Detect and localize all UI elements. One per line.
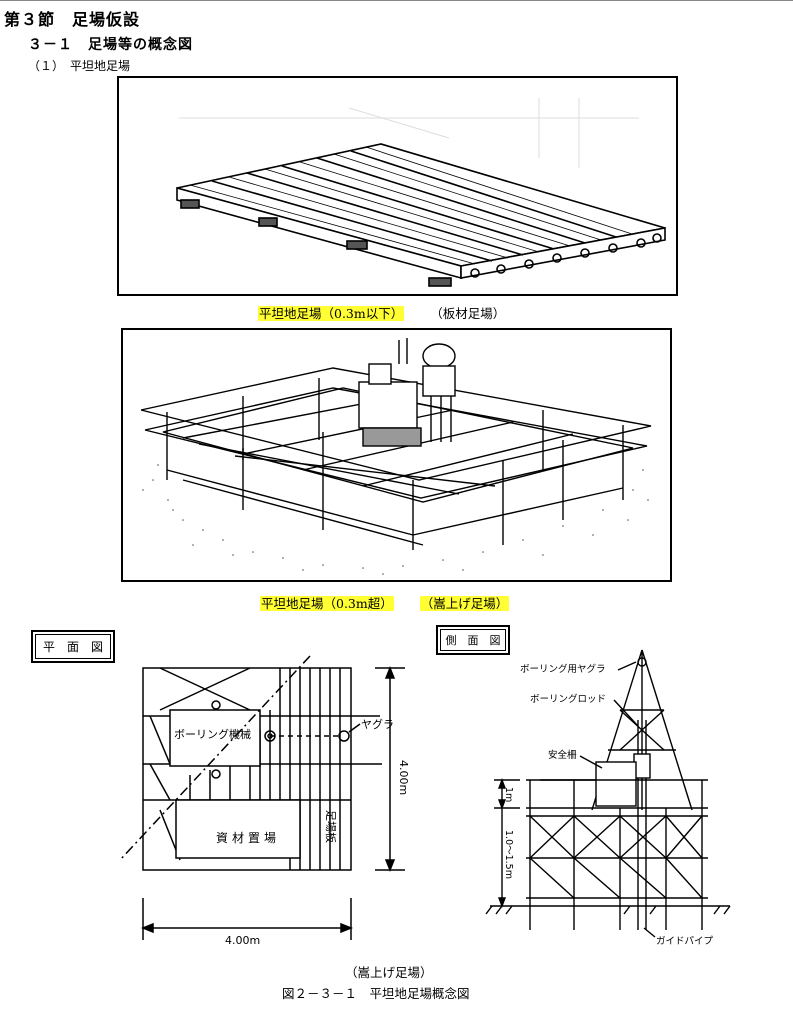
figure2-caption-highlight-2: （嵩上げ足場） <box>419 596 510 611</box>
board-scaffold-illustration <box>176 98 666 287</box>
plan-view-title: 平 面 図 <box>35 634 111 659</box>
label-boring-rod: ボーリングロッド <box>530 693 606 705</box>
item-heading: （１） 平坦地足場 <box>28 59 131 73</box>
dim-range: 1.0～1.5m <box>503 830 514 879</box>
dim-vertical-plan: 4.00m <box>397 760 410 795</box>
dim-1m: 1m <box>503 787 514 802</box>
figure2-caption: 平坦地足場（0.3m超） （嵩上げ足場） <box>260 593 510 612</box>
label-guide-pipe: ガイドパイプ <box>656 936 714 947</box>
footer-title: 図２－３－１ 平坦地足場概念図 <box>282 986 470 1001</box>
side-view-drawing: ボーリング用ヤグラ ボーリングロッド 安全柵 ガイドパイプ 1m 1.0～1.5… <box>485 649 731 947</box>
dim-horizontal-plan: 4.00m <box>225 934 260 947</box>
label-scaffold-board: 足場板 <box>324 810 338 843</box>
figure-raised-scaffold <box>121 328 672 582</box>
side-view-title: 側 面 図 <box>440 629 506 651</box>
top-rule <box>0 0 793 1</box>
footer-sub: （嵩上げ足場） <box>345 965 433 980</box>
figure-board-scaffold <box>117 76 678 296</box>
subsection-heading: ３－１ 足場等の概念図 <box>28 37 193 53</box>
figure1-caption: 平坦地足場（0.3m以下） （板材足場） <box>258 303 505 322</box>
plan-view-drawing: ボーリング機械 ヤグラ 資材置場 足場板 4.00m 4.00m <box>120 655 410 947</box>
plan-view-title-box: 平 面 図 <box>31 630 115 663</box>
figure1-caption-rest: （板材足場） <box>430 306 506 321</box>
label-material-storage: 資材置場 <box>216 831 280 845</box>
label-boring-yagura: ボーリング用ヤグラ <box>520 663 606 675</box>
figure2-caption-highlight-1: 平坦地足場（0.3m超） <box>260 596 394 611</box>
section-heading: 第３節 足場仮設 <box>4 10 141 29</box>
side-view-title-box: 側 面 図 <box>436 625 510 655</box>
raised-scaffold-illustration <box>140 338 652 575</box>
label-safety-rail: 安全柵 <box>548 749 577 761</box>
figure1-caption-highlight: 平坦地足場（0.3m以下） <box>258 306 405 321</box>
label-yagura-plan: ヤグラ <box>361 717 394 731</box>
label-boring-machine: ボーリング機械 <box>174 727 251 741</box>
